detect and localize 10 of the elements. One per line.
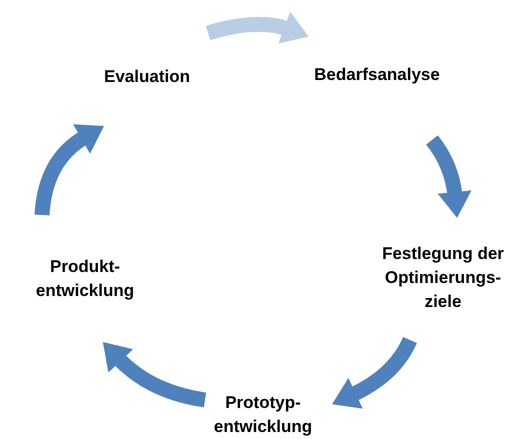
curved-arrow <box>426 135 472 218</box>
curved-arrow <box>102 342 206 408</box>
step-label: Bedarfsanalyse <box>314 64 440 86</box>
step-label: Prototyp-entwicklung <box>212 392 314 438</box>
step-label: Festlegung der Optimierungs-ziele <box>381 243 505 313</box>
step-label: Evaluation <box>104 66 190 88</box>
curved-arrow <box>332 336 417 408</box>
step-label: Produkt-entwicklung <box>34 256 136 302</box>
curved-arrow <box>206 12 309 44</box>
curved-arrow <box>34 124 104 216</box>
